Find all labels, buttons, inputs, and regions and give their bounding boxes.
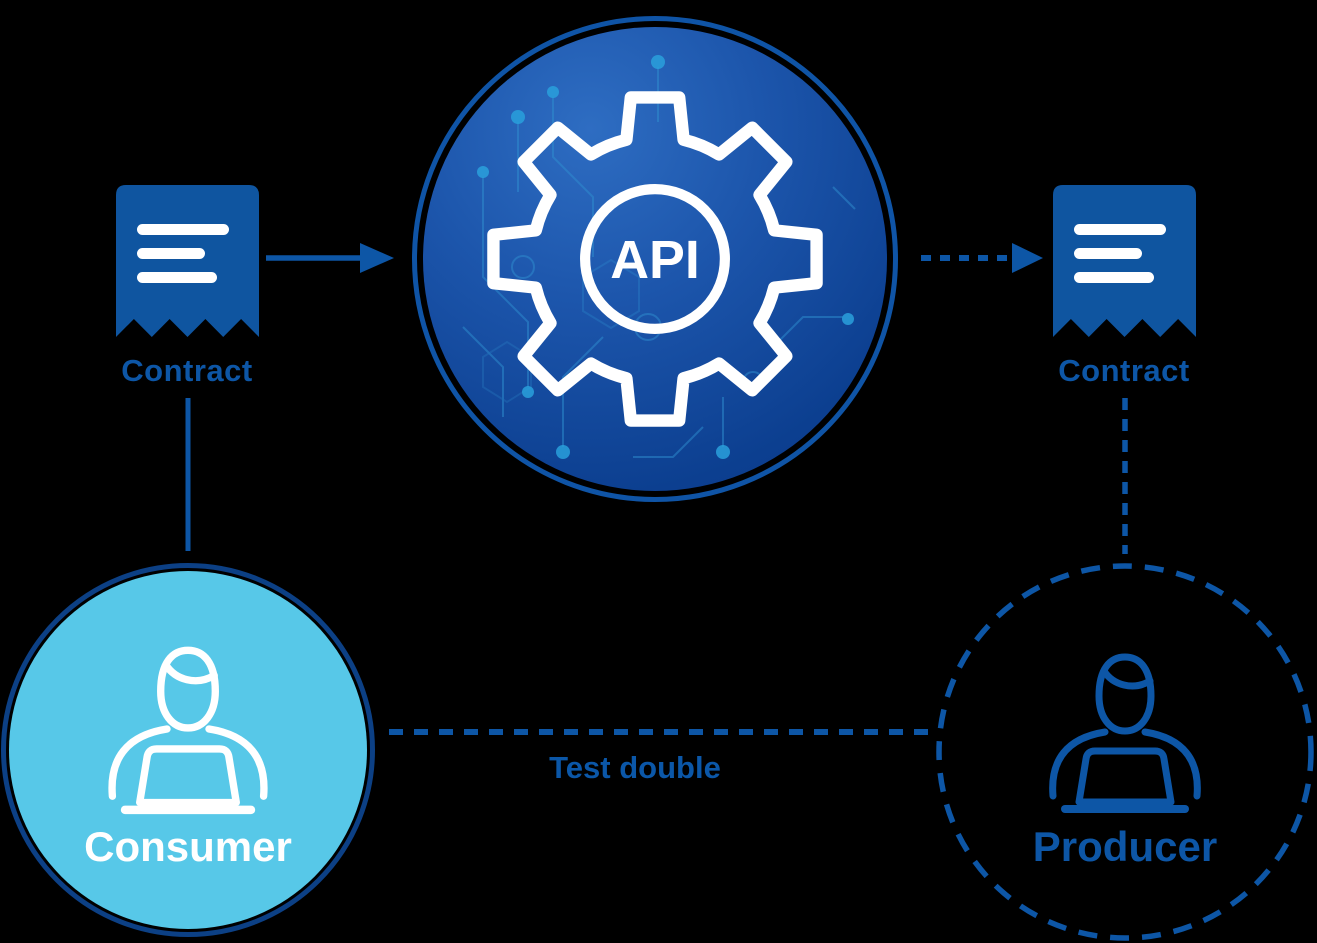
person-at-laptop-icon [108, 646, 268, 814]
consumer-circle-background: Consumer [9, 571, 367, 929]
person-at-laptop-icon [1049, 653, 1201, 813]
gear-icon: API [487, 91, 823, 427]
line-consumer-producer [389, 729, 935, 735]
solid-arrow-icon [266, 243, 394, 273]
api-circle-background: API [423, 27, 887, 491]
contract-label-left: Contract [121, 353, 253, 388]
api-label: API [610, 230, 700, 290]
producer-label: Producer [1032, 822, 1218, 870]
consumer-label: Consumer [84, 822, 292, 870]
consumer-circle: Consumer [1, 563, 375, 937]
dashed-circle-outline [936, 563, 1314, 941]
producer-circle: Producer [935, 562, 1315, 942]
api-circle: API [412, 16, 898, 502]
contract-node-right: Contract [1044, 185, 1204, 389]
test-double-label: Test double [549, 750, 721, 785]
dashed-arrow-icon [921, 243, 1043, 273]
receipt-document-icon [115, 185, 259, 337]
line-contract-consumer [185, 398, 191, 551]
contract-label-right: Contract [1058, 353, 1190, 388]
receipt-document-icon [1052, 185, 1196, 337]
line-contract-producer [1122, 398, 1128, 554]
contract-node-left: Contract [107, 185, 267, 389]
